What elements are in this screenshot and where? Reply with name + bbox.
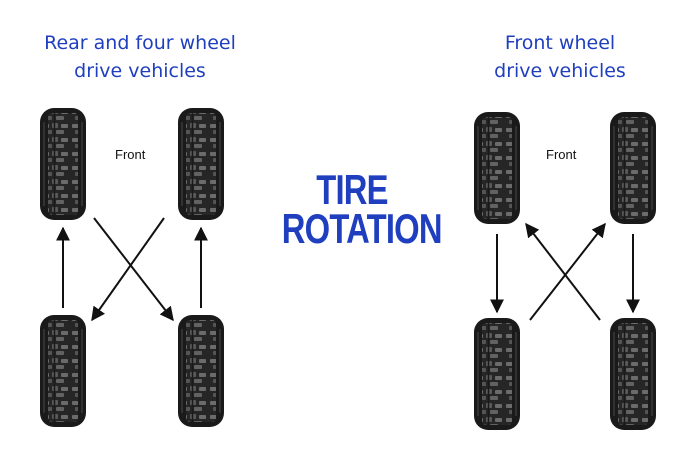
left-heading-line-1: Rear and four wheel — [44, 32, 236, 54]
left-heading: Rear and four wheel drive vehicles — [20, 29, 260, 85]
title-line-1: TIRE — [316, 166, 388, 213]
tire-icon — [39, 314, 87, 428]
tire-icon — [39, 107, 87, 221]
right-heading-line-2: drive vehicles — [494, 60, 626, 82]
tire-icon — [609, 317, 657, 431]
tire-icon — [177, 314, 225, 428]
arrow-left-front-to-right-rear — [93, 217, 174, 322]
arrow-right-rear-to-left-front — [525, 222, 601, 321]
arrow-right-front-to-left-rear — [91, 217, 165, 322]
right-heading: Front wheel drive vehicles — [440, 29, 680, 85]
left-front-label: Front — [115, 147, 146, 162]
left-heading-line-2: drive vehicles — [74, 60, 206, 82]
tire-icon — [473, 111, 521, 225]
tire-icon — [473, 317, 521, 431]
right-heading-line-1: Front wheel — [504, 32, 616, 54]
title-line-2: ROTATION — [281, 205, 443, 252]
right-front-label: Front — [546, 147, 577, 162]
tire-rotation-title: TIRE ROTATION — [281, 166, 443, 252]
arrow-left-rear-to-right-front — [529, 222, 606, 321]
tire-icon — [177, 107, 225, 221]
tire-icon — [609, 111, 657, 225]
